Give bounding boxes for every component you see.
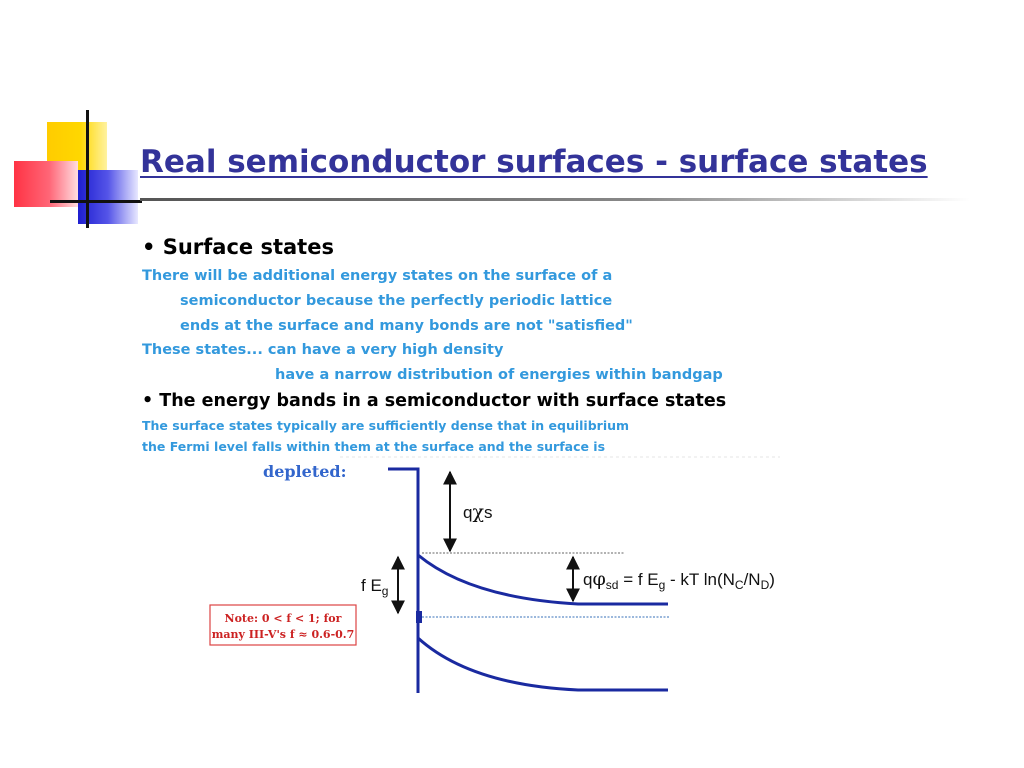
para1-line1: There will be additional energy states o… [142,268,613,284]
note-line2: many III-V's f ≈ 0.6-0.7 [212,628,355,641]
para3-line2: the Fermi level falls within them at the… [142,439,606,454]
surface-line [388,467,420,693]
para3-line1: The surface states typically are suffici… [142,418,630,433]
note-box [209,604,357,646]
conduction-band [417,553,668,606]
bullet-energy-bands: • The energy bands in a semiconductor wi… [142,391,727,411]
feg-label: f Eg [361,576,388,598]
title-underline-rule [140,198,970,201]
decor-vertical-line [86,110,89,228]
surface-states-marker [416,611,422,623]
decor-horizontal-line [50,200,142,203]
phi-sd-label: qφsd = f Eg - kT ln(NC/ND) [583,568,775,592]
valence-band [416,636,668,692]
chi-label: qχs [463,501,492,523]
slide-title: Real semiconductor surfaces - surface st… [140,144,928,180]
depleted-label: depleted: [263,462,346,481]
para2-line1: These states... can have a very high den… [142,342,504,358]
decor-red-square [14,161,78,207]
bullet-surface-states: • Surface states [142,235,334,259]
para2-line2: have a narrow distribution of energies w… [275,367,723,383]
para1-line2: semiconductor because the perfectly peri… [180,293,613,309]
para1-line3: ends at the surface and many bonds are n… [180,318,633,334]
note-line1: Note: 0 < f < 1; for [225,612,342,625]
